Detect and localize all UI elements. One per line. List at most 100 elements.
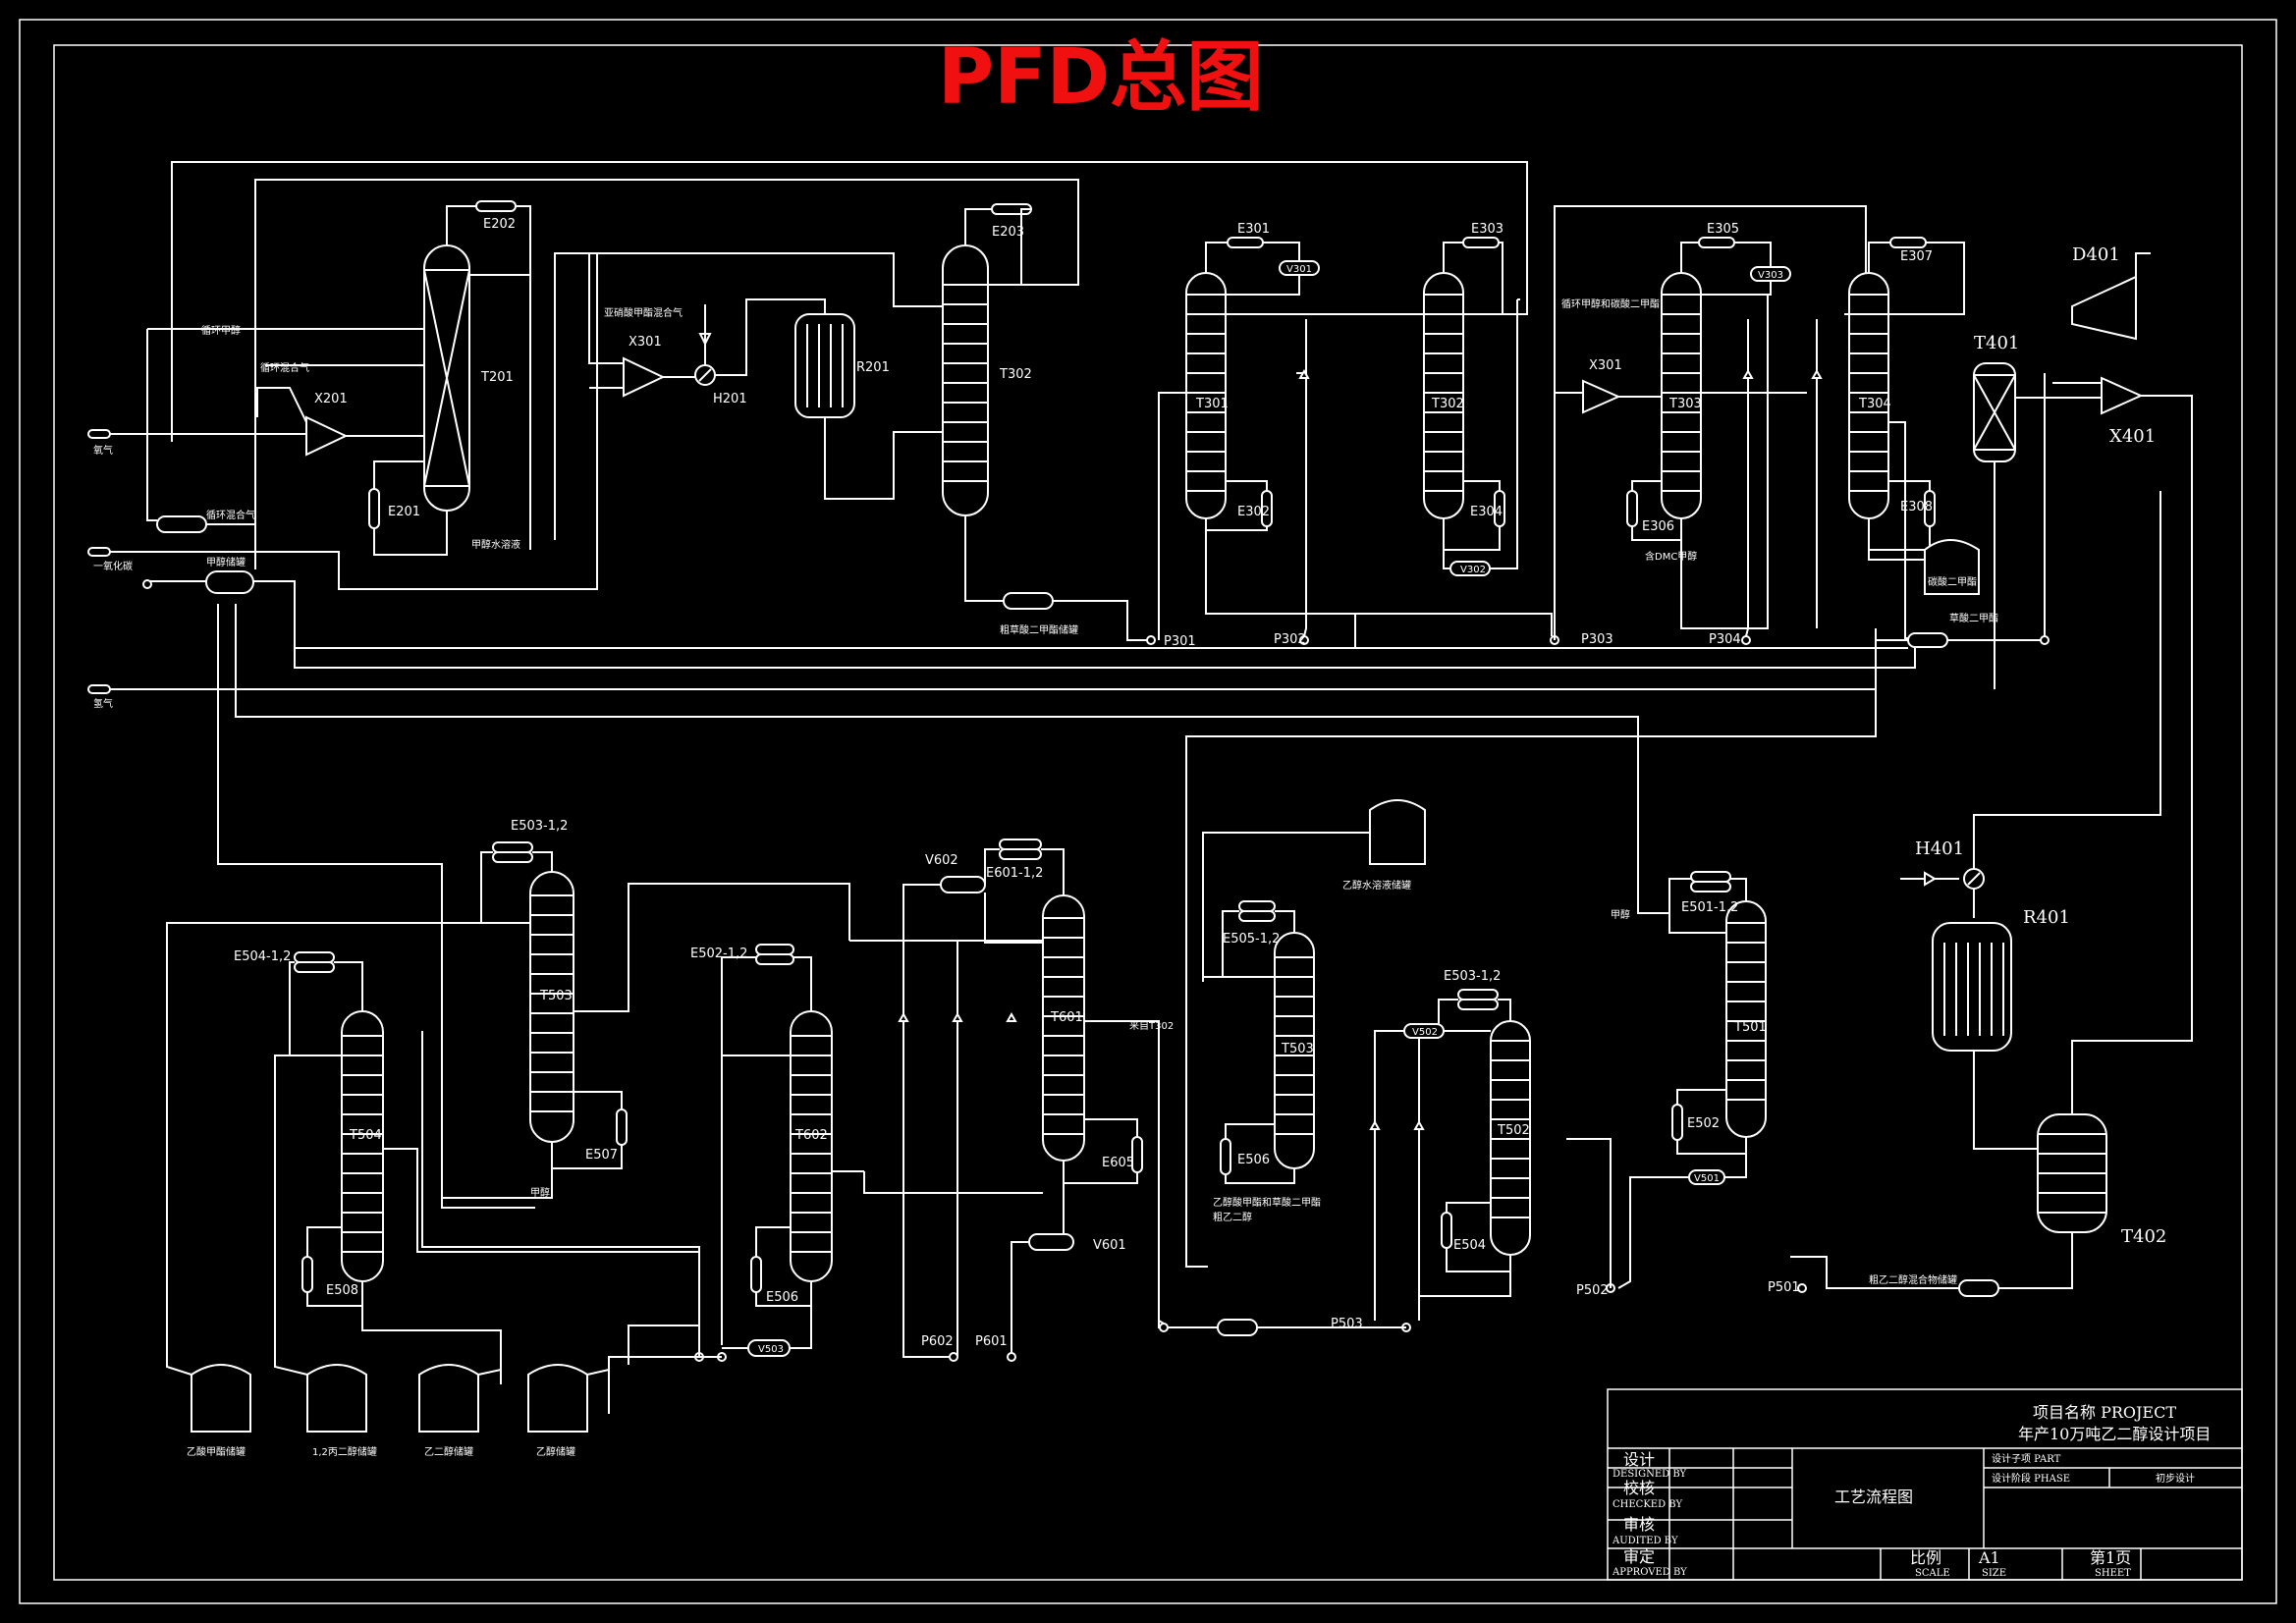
svg-text:P503: P503 (1331, 1317, 1363, 1331)
svg-text:乙醇酸甲酯和草酸二甲酯: 乙醇酸甲酯和草酸二甲酯 (1213, 1196, 1321, 1209)
svg-text:校核: 校核 (1623, 1479, 1655, 1497)
svg-text:R201: R201 (856, 360, 890, 375)
compressor-X301b (1582, 379, 1621, 414)
svg-text:V602: V602 (925, 853, 958, 868)
svg-text:H201: H201 (713, 392, 747, 406)
svg-text:P501: P501 (1768, 1280, 1800, 1295)
drum-crude-eg (1958, 1279, 1999, 1297)
svg-text:H401: H401 (1915, 839, 1964, 859)
svg-text:氧气: 氧气 (93, 444, 113, 457)
svg-text:1,2丙二醇储罐: 1,2丙二醇储罐 (312, 1445, 377, 1458)
drum-eg-top (1217, 1319, 1258, 1336)
svg-text:E307: E307 (1900, 249, 1933, 264)
exchanger-E303 (1462, 237, 1500, 248)
svg-text:E507: E507 (585, 1148, 618, 1163)
svg-text:D401: D401 (2072, 244, 2120, 265)
compressor-X401 (2101, 376, 2144, 415)
svg-text:P304: P304 (1709, 632, 1741, 647)
svg-text:工艺流程图: 工艺流程图 (1834, 1488, 1913, 1506)
svg-text:P502: P502 (1576, 1283, 1609, 1298)
svg-text:E605: E605 (1102, 1156, 1134, 1170)
svg-text:T401: T401 (1974, 333, 2019, 353)
svg-text:循环甲醇和碳酸二甲酯: 循环甲醇和碳酸二甲酯 (1561, 298, 1660, 310)
svg-text:E504: E504 (1453, 1238, 1486, 1253)
drum-recycle-gas (156, 515, 207, 533)
svg-text:审定: 审定 (1623, 1547, 1655, 1566)
column-T304 (1848, 272, 1889, 519)
svg-text:X401: X401 (2109, 426, 2156, 447)
svg-text:E506: E506 (766, 1290, 798, 1305)
svg-text:P602: P602 (921, 1334, 954, 1349)
svg-text:T201: T201 (480, 370, 514, 385)
inner-frame (53, 44, 2243, 1581)
exchanger-E306 (1626, 490, 1638, 527)
svg-text:V501: V501 (1694, 1173, 1720, 1184)
svg-text:SHEET: SHEET (2095, 1568, 2131, 1579)
svg-text:年产10万吨乙二醇设计项目: 年产10万吨乙二醇设计项目 (2018, 1425, 2211, 1443)
tank-ethanol (527, 1364, 588, 1433)
tank-eg-water (1369, 799, 1426, 865)
svg-text:R401: R401 (2023, 907, 2070, 928)
svg-text:E202: E202 (483, 217, 516, 232)
exchanger-E503b (1457, 989, 1499, 1001)
svg-text:SIZE: SIZE (1982, 1568, 2006, 1579)
svg-text:甲醇储罐: 甲醇储罐 (206, 556, 246, 568)
tank-dmo (1907, 632, 1948, 648)
column-T501 (1725, 900, 1767, 1138)
svg-text:V503: V503 (758, 1344, 784, 1355)
reactor-R201 (794, 313, 855, 418)
svg-text:氢气: 氢气 (93, 697, 113, 710)
column-T303 (1661, 272, 1702, 519)
exchanger-E201 (368, 488, 380, 529)
feed-oxygen: 氧气 (87, 429, 113, 457)
column-T301 (1185, 272, 1227, 519)
exchanger-E301 (1227, 237, 1264, 248)
svg-text:E303: E303 (1471, 222, 1503, 237)
svg-text:E504-1,2: E504-1,2 (234, 949, 291, 964)
svg-text:甲醇: 甲醇 (1611, 908, 1630, 921)
svg-text:V301: V301 (1286, 264, 1312, 275)
svg-text:E506: E506 (1237, 1153, 1270, 1167)
column-T602 (790, 1010, 833, 1282)
svg-text:来自T302: 来自T302 (1129, 1019, 1174, 1032)
svg-text:T302: T302 (1431, 397, 1464, 411)
svg-text:E501-1,2: E501-1,2 (1681, 900, 1738, 915)
column-T503 (529, 871, 574, 1143)
svg-text:E503-1,2: E503-1,2 (1444, 969, 1501, 984)
title-block: 项目名称 PROJECT 年产10万吨乙二醇设计项目 设计 DESIGNED B… (1607, 1388, 2243, 1581)
svg-text:第1页: 第1页 (2090, 1548, 2131, 1567)
svg-text:碳酸二甲酯: 碳酸二甲酯 (1928, 575, 1977, 588)
svg-text:DESIGNED BY: DESIGNED BY (1613, 1469, 1687, 1480)
svg-text:循环甲醇: 循环甲醇 (201, 324, 241, 337)
svg-text:X301: X301 (1589, 358, 1622, 373)
svg-text:T502: T502 (1497, 1123, 1530, 1138)
svg-text:E601-1,2: E601-1,2 (986, 866, 1043, 881)
svg-text:T301: T301 (1195, 397, 1229, 411)
svg-text:T402: T402 (2121, 1226, 2166, 1247)
svg-text:SCALE: SCALE (1915, 1568, 1950, 1579)
exchanger-E504b (1441, 1212, 1452, 1249)
drawing-title: PFD总图 (938, 33, 1263, 122)
tank-propanediol (306, 1364, 367, 1433)
exchanger-E503 (492, 841, 533, 853)
svg-text:T304: T304 (1858, 397, 1891, 411)
svg-text:E502: E502 (1687, 1116, 1720, 1131)
svg-text:粗草酸二甲酯储罐: 粗草酸二甲酯储罐 (1000, 623, 1078, 636)
svg-text:E301: E301 (1237, 222, 1270, 237)
column-T302 (1423, 272, 1464, 519)
svg-text:E201: E201 (388, 505, 420, 519)
compressor-X301 (623, 356, 666, 398)
svg-text:项目名称 PROJECT: 项目名称 PROJECT (2033, 1403, 2176, 1422)
svg-text:T303: T303 (1668, 397, 1702, 411)
svg-text:E505-1,2: E505-1,2 (1223, 932, 1280, 947)
svg-text:设计阶段 PHASE: 设计阶段 PHASE (1992, 1472, 2070, 1485)
svg-text:比例: 比例 (1910, 1548, 1941, 1567)
svg-text:草酸二甲酯: 草酸二甲酯 (1949, 612, 1998, 624)
exchanger-E506 (1220, 1138, 1231, 1175)
tank-methyl-acetate (191, 1364, 251, 1433)
svg-text:审核: 审核 (1623, 1515, 1655, 1534)
svg-text:乙二醇储罐: 乙二醇储罐 (424, 1445, 473, 1458)
svg-text:T503: T503 (539, 989, 573, 1003)
exchanger-E507 (616, 1109, 628, 1146)
